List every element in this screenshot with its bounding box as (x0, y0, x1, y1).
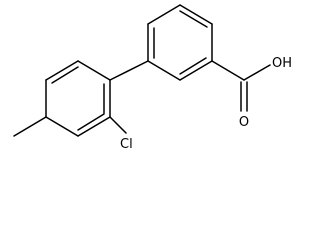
bond (45, 116, 79, 137)
bond (77, 60, 111, 81)
bond (211, 60, 245, 81)
biaryl-bond (109, 60, 149, 81)
bond (179, 4, 213, 25)
bond (243, 64, 271, 81)
carboxyl-group: OH O (211, 56, 292, 130)
chemical-structure: OH O Cl (13, 4, 292, 152)
bond (147, 60, 181, 81)
chloro-bond (109, 116, 127, 134)
oxygen-label: O (239, 115, 249, 130)
chlorine-label: Cl (120, 137, 133, 152)
double-bond-inner (77, 113, 105, 131)
double-bond-inner (179, 57, 207, 75)
methyl-bond (13, 116, 47, 137)
hydroxyl-label: OH (272, 56, 292, 71)
bond (179, 60, 213, 81)
bond (147, 4, 181, 25)
double-bond-inner (179, 10, 208, 28)
chloro-methylphenyl-ring (45, 60, 111, 137)
bond (77, 116, 111, 137)
bond (45, 60, 79, 81)
benzoic-acid-ring (147, 4, 213, 81)
double-bond-inner (51, 66, 79, 84)
